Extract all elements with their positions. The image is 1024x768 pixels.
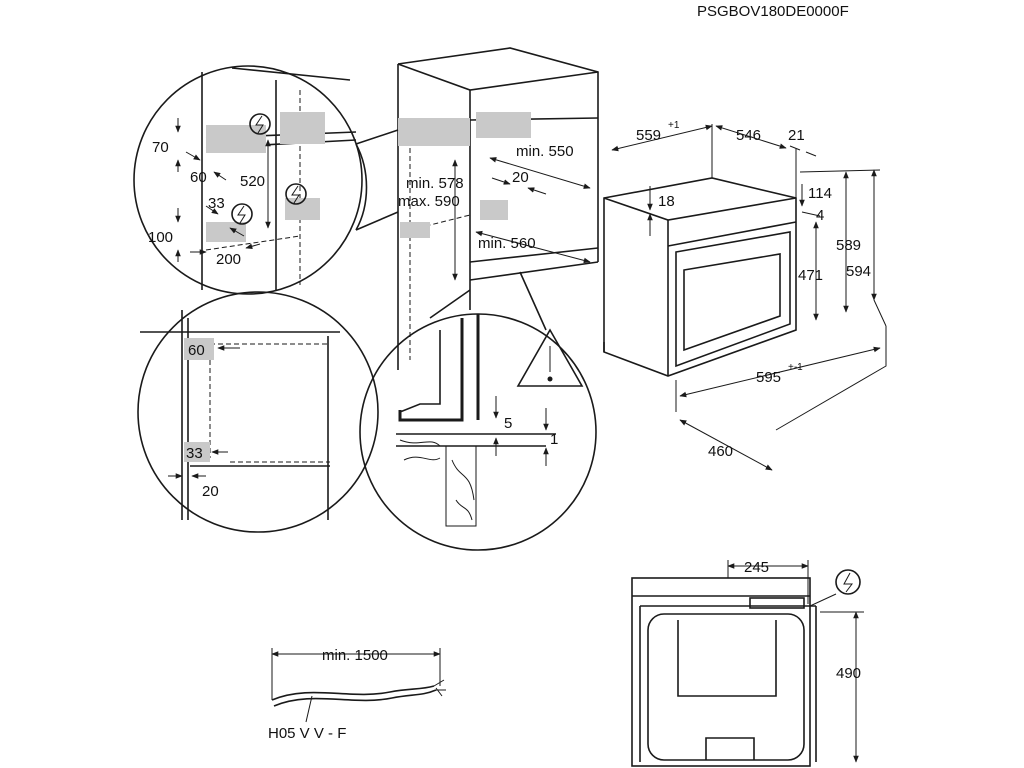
oven-595-tol: +-1 bbox=[788, 362, 803, 373]
rear-490: 490 bbox=[836, 665, 861, 682]
oven-559-tol: +1 bbox=[668, 120, 680, 131]
warning-triangle-icon bbox=[516, 328, 584, 387]
detail-200: 200 bbox=[216, 251, 241, 268]
document-code: PSGBOV180DE0000F bbox=[697, 3, 849, 20]
cabinet-min-578: min. 578 bbox=[406, 175, 464, 192]
oven-559: 559 bbox=[636, 127, 661, 144]
detail-60: 60 bbox=[190, 169, 207, 186]
cabinet-drawing bbox=[355, 47, 599, 370]
cabinet-min-560: min. 560 bbox=[478, 235, 536, 252]
oven-460: 460 bbox=[708, 443, 733, 460]
oven-595: 595 bbox=[756, 369, 781, 386]
cable-min-1500: min. 1500 bbox=[322, 647, 388, 664]
detail-33: 33 bbox=[208, 195, 225, 212]
detail-circle-middle bbox=[359, 271, 597, 551]
cabinet-min-550: min. 550 bbox=[516, 143, 574, 160]
cable-type: H05 V V - F bbox=[268, 725, 346, 742]
oven-594: 594 bbox=[846, 263, 871, 280]
oven-21: 21 bbox=[788, 127, 805, 144]
detail-100: 100 bbox=[148, 229, 173, 246]
oven-drawing bbox=[603, 124, 887, 471]
cabinet-20: 20 bbox=[512, 169, 529, 186]
detail-low-33: 33 bbox=[186, 445, 203, 462]
oven-471: 471 bbox=[798, 267, 823, 284]
detail-520: 520 bbox=[240, 173, 265, 190]
oven-589: 589 bbox=[836, 237, 861, 254]
electrical-connection-icon bbox=[835, 569, 861, 595]
cable-drawing bbox=[271, 648, 446, 723]
oven-4: 4 bbox=[816, 207, 824, 224]
rear-view-drawing bbox=[631, 560, 864, 767]
oven-114: 114 bbox=[808, 185, 832, 202]
oven-546: 546 bbox=[736, 127, 761, 144]
detail-70: 70 bbox=[152, 139, 169, 156]
oven-18: 18 bbox=[658, 193, 675, 210]
cabinet-max-590: max. 590 bbox=[398, 193, 460, 210]
rear-245: 245 bbox=[744, 559, 769, 576]
detail-mid-1: 1 bbox=[550, 431, 558, 448]
detail-mid-5: 5 bbox=[504, 415, 512, 432]
detail-circle-lower-left bbox=[137, 291, 379, 533]
detail-low-20: 20 bbox=[202, 483, 219, 500]
detail-low-60: 60 bbox=[188, 342, 205, 359]
detail-circle-top-left bbox=[133, 65, 363, 295]
electrical-connection-icon bbox=[231, 113, 307, 225]
